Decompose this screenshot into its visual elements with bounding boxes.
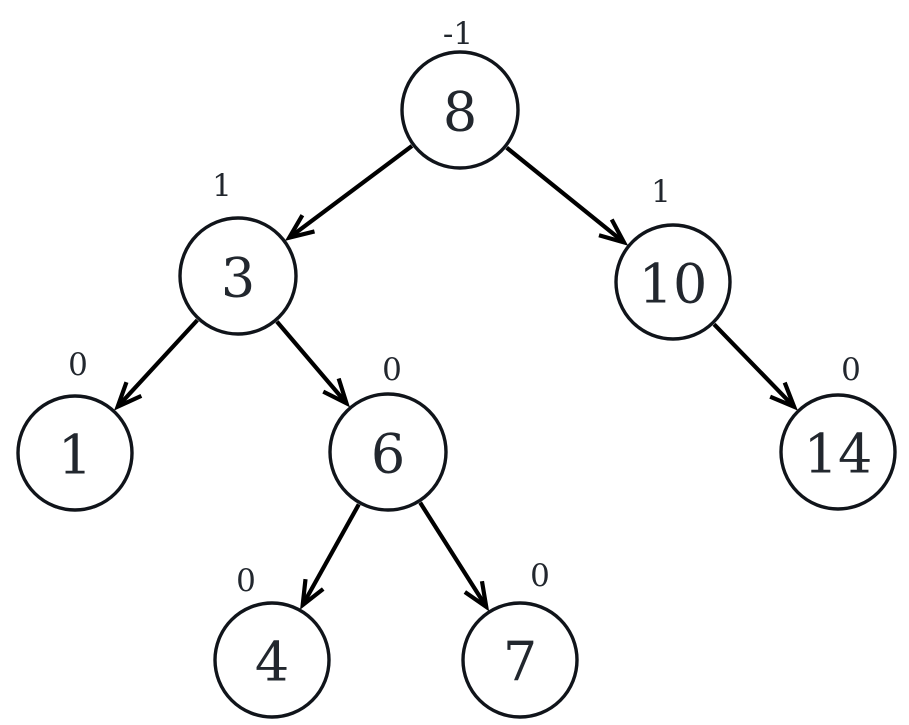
node-value-label: 6 — [371, 423, 405, 486]
balance-factor-label-1: 0 — [68, 347, 88, 383]
tree-node-10[interactable]: 10 — [614, 223, 732, 341]
node-value-label: 14 — [804, 423, 873, 486]
tree-node-6[interactable]: 6 — [328, 392, 448, 512]
balance-factor-label-8: -1 — [443, 16, 473, 52]
node-value-label: 4 — [255, 631, 289, 694]
node-circle[interactable] — [779, 393, 897, 511]
node-value-label: 8 — [443, 81, 477, 144]
tree-node-1[interactable]: 1 — [16, 394, 134, 512]
balance-factor-label-14: 0 — [841, 352, 861, 388]
node-circle[interactable] — [400, 50, 520, 170]
node-circle[interactable] — [16, 394, 134, 512]
tree-edge — [418, 501, 490, 612]
node-circle[interactable] — [328, 392, 448, 512]
balance-factor-label-4: 0 — [236, 563, 256, 599]
tree-edge — [505, 146, 629, 246]
tree-node-8[interactable]: 8 — [400, 50, 520, 170]
balance-factor-label-10: 1 — [651, 174, 671, 210]
node-value-label: 7 — [503, 631, 537, 694]
node-value-label: 1 — [58, 424, 92, 487]
tree-node-14[interactable]: 14 — [779, 393, 897, 511]
node-circle[interactable] — [213, 601, 331, 719]
node-circle[interactable] — [178, 216, 298, 336]
node-value-label: 10 — [639, 253, 708, 316]
edge-arrowhead — [114, 381, 143, 411]
tree-edge — [712, 322, 798, 411]
edge-arrowhead — [463, 580, 490, 612]
tree-node-4[interactable]: 4 — [213, 601, 331, 719]
balance-factor-label-6: 0 — [382, 352, 402, 388]
node-circle[interactable] — [461, 601, 579, 719]
edge-arrowhead — [598, 218, 629, 246]
edge-arrowhead — [300, 578, 325, 610]
edge-arrowhead — [322, 377, 350, 408]
tree-node-7[interactable]: 7 — [461, 601, 579, 719]
node-value-label: 3 — [221, 247, 255, 310]
tree-edge — [284, 144, 414, 241]
edge-arrowhead — [284, 214, 316, 241]
edge-arrowhead — [769, 381, 798, 411]
node-circle[interactable] — [614, 223, 732, 341]
balance-factor-label-7: 0 — [530, 558, 550, 594]
balance-factor-label-3: 1 — [212, 168, 232, 204]
edges-group — [114, 144, 798, 612]
tree-edge — [275, 320, 350, 408]
tree-node-3[interactable]: 3 — [178, 216, 298, 336]
tree-edge — [300, 503, 361, 610]
tree-edge — [114, 318, 199, 411]
